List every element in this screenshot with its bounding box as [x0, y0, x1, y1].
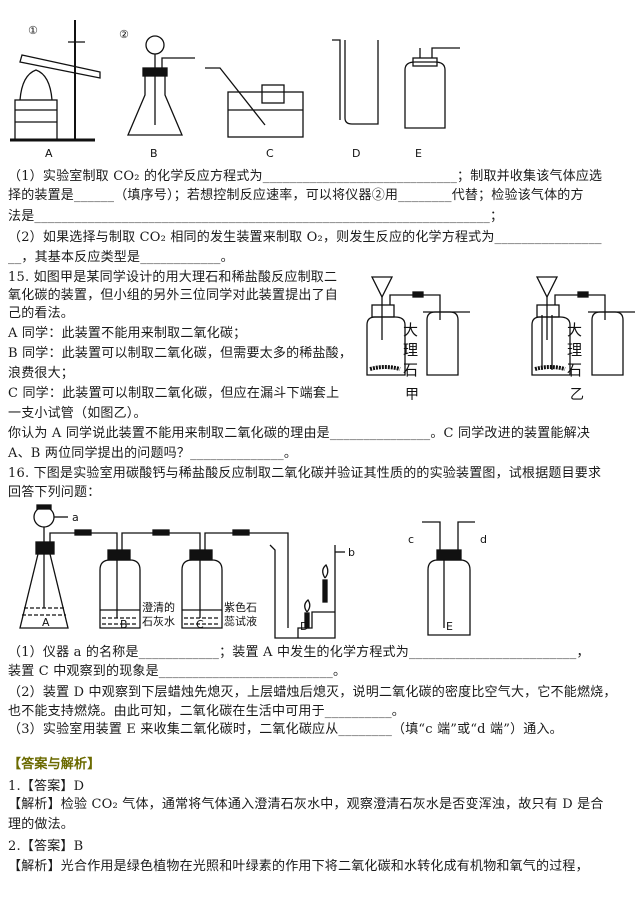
answer-line-5: 【解析】光合作用是绿色植物在光照和叶绿素的作用下将二氧化碳和水转化成有机物和氧气…: [8, 859, 589, 874]
marble-label-2: 理: [403, 341, 418, 359]
q15-line-6: 浪费很大；: [8, 366, 75, 381]
bottle-b: [99, 549, 141, 629]
letter-d: d: [480, 533, 487, 546]
q15-line-8: 一支小试管（如图乙）。: [8, 406, 147, 421]
marker-1: ①: [28, 24, 38, 37]
q15-line-7: C 同学：此装置可以制取二氧化碳，但应在漏斗下端套上: [8, 386, 340, 401]
answer-line-4: 2.【答案】B: [8, 839, 84, 854]
q14-line-3: 法是______________________________________…: [8, 209, 504, 224]
bottle-e: [422, 521, 475, 636]
flask-a: [19, 504, 69, 629]
label-c: C: [266, 147, 274, 160]
fig16-label-b: B: [120, 618, 128, 631]
q15-line-4: A 同学：此装置不能用来制取二氧化碳；: [8, 326, 247, 341]
marble-label-yi-2: 理: [567, 341, 582, 359]
label-b: B: [150, 147, 158, 160]
q15-line-1: 15. 如图甲是某同学设计的用大理石和稀盐酸反应制取二: [8, 270, 338, 285]
label-e: E: [415, 147, 422, 160]
q15-line-10: A、B 两位同学提出的问题吗？______________。: [8, 446, 298, 461]
apparatus-c: [205, 67, 304, 138]
limewater-label-2: 石灰水: [142, 614, 175, 628]
answer-line-1: 1.【答案】D: [8, 779, 85, 794]
limewater-label-1: 澄清的: [142, 600, 175, 614]
q16-line-2: 回答下列问题：: [8, 485, 101, 500]
q16-sub-4: 也不能支持燃烧。由此可知，二氧化碳在生活中可用于__________。: [8, 704, 406, 719]
q14-line-5: __，其基本反应类型是____________。: [8, 250, 234, 265]
label-a: A: [45, 147, 53, 160]
q16-sub-3: （2）装置 D 中观察到下层蜡烛先熄灭，上层蜡烛后熄灭，说明二氧化碳的密度比空气…: [8, 685, 617, 700]
apparatus-d: [332, 39, 379, 125]
q16-sub-1: （1）仪器 a 的名称是____________；装置 A 中发生的化学方程式为…: [8, 645, 590, 660]
marble-label-yi-1: 大: [567, 321, 582, 339]
q15-line-9: 你认为 A 同学说此装置不能用来制取二氧化碳的理由是______________…: [8, 426, 591, 441]
answer-line-3: 理的做法。: [8, 817, 75, 832]
marble-label-yi-3: 石: [567, 361, 582, 379]
label-d: D: [352, 147, 360, 160]
letter-b: b: [348, 546, 355, 559]
q15-line-3: 己的看法。: [8, 306, 75, 321]
q16-figure: a b c d 澄清的 石灰水 紫色石 蕊试液 A B C D E: [19, 504, 487, 639]
q15-line-5: B 同学：此装置可以制取二氧化碳，但需要太多的稀盐酸，: [8, 346, 353, 361]
q14-line-2: 择的装置是______（填序号）；若想控制反应速率，可以将仪器②用_______…: [8, 188, 584, 203]
q14-line-4: （2）如果选择与制取 CO₂ 相同的发生装置来制取 O₂，则发生反应的化学方程式…: [8, 230, 602, 245]
q16-line-1: 16. 下图是实验室用碳酸钙与稀盐酸反应制取二氧化碳并验证其性质的的实验装置图，…: [8, 466, 602, 481]
caption-jia: 甲: [405, 387, 419, 400]
fig16-label-c: C: [196, 618, 204, 631]
litmus-label-1: 紫色石: [224, 600, 257, 614]
answers-header: 【答案与解析】: [8, 757, 101, 772]
q15-figure: 大 理 石 大 理 石 甲 乙: [366, 276, 635, 400]
apparatus-b: [127, 35, 195, 136]
fig16-label-e: E: [446, 620, 453, 633]
fig16-label-a: A: [42, 616, 50, 629]
marble-label-1: 大: [403, 321, 418, 339]
marker-2: ②: [119, 28, 129, 41]
apparatus-figure-top: ① ② A B C D E: [10, 20, 460, 160]
q15-line-2: 氧化碳的装置，但小组的另外三位同学对此装置提出了自: [8, 288, 339, 303]
setup-jia: [366, 276, 470, 376]
q16-sub-5: （3）实验室用装置 E 来收集二氧化碳时，二氧化碳应从________（填“c …: [8, 722, 563, 737]
q14-line-1: （1）实验室制取 CO₂ 的化学反应方程式为__________________…: [8, 169, 603, 184]
setup-yi: [531, 276, 635, 376]
q16-sub-2: 装置 C 中观察到的现象是__________________________。: [8, 664, 347, 679]
answer-line-2: 【解析】检验 CO₂ 气体，通常将气体通入澄清石灰水中，观察澄清石灰水是否变浑浊…: [8, 797, 604, 812]
beaker-d: [269, 544, 345, 639]
marble-label-3: 石: [403, 361, 418, 379]
letter-a: a: [72, 511, 79, 524]
caption-yi: 乙: [570, 387, 584, 400]
letter-c: c: [408, 533, 414, 546]
litmus-label-2: 蕊试液: [224, 614, 257, 628]
apparatus-a: [10, 20, 101, 142]
bottle-c: [181, 549, 223, 629]
apparatus-e: [404, 47, 460, 129]
fig16-label-d: D: [300, 620, 308, 633]
